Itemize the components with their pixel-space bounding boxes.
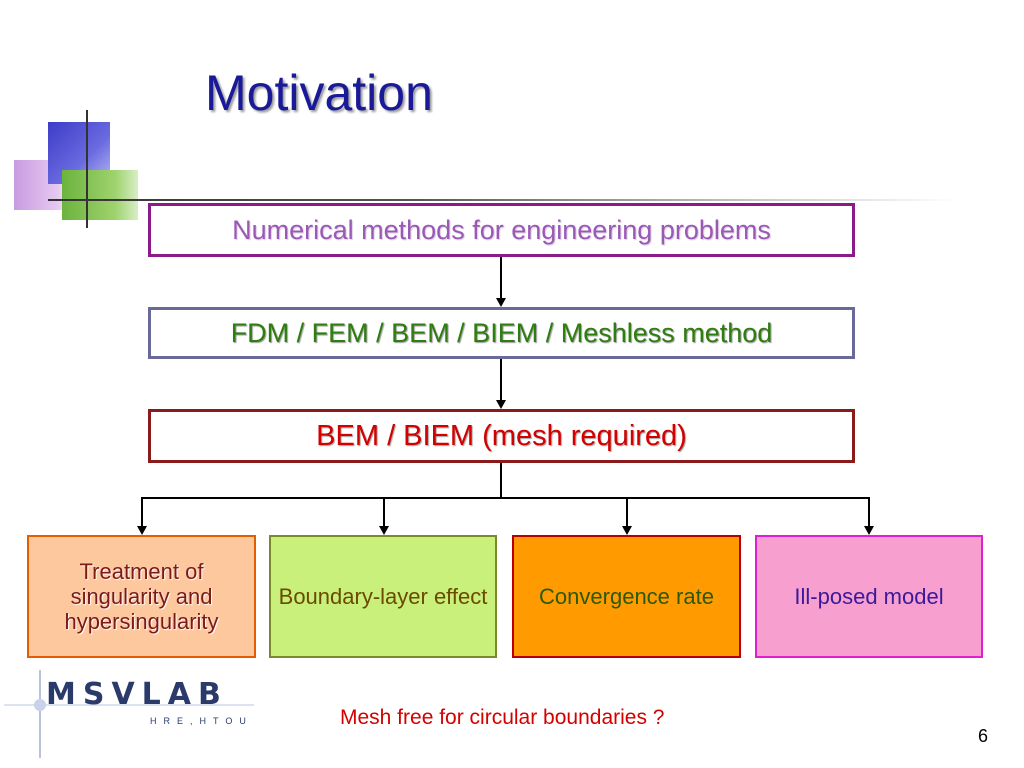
mesh-free-note: Mesh free for circular boundaries ? (340, 706, 665, 729)
msvlab-logo (4, 670, 254, 758)
boundary-layer-label: Boundary-layer effect (278, 583, 488, 609)
ill-posed-box: Ill-posed model (755, 535, 983, 658)
bem-biem-label: BEM / BIEM (mesh required) (316, 419, 687, 452)
convergence-rate-label: Convergence rate (539, 583, 714, 609)
slide-title: Motivation (205, 65, 433, 121)
boundary-layer-box: Boundary-layer effect (269, 535, 497, 658)
numerical-methods-label: Numerical methods for engineering proble… (232, 214, 771, 245)
arrow-head-branch-2 (379, 526, 389, 535)
arrow-head-1-2 (496, 298, 506, 307)
arrow-head-branch-4 (864, 526, 874, 535)
branch-drop-4 (868, 497, 870, 527)
logo-subtext: HRE,HTOU (150, 716, 253, 726)
singularity-label: Treatment of singularity and hypersingul… (64, 558, 219, 635)
branch-drop-3 (626, 497, 628, 527)
arrow-head-2-3 (496, 400, 506, 409)
methods-list-box: FDM / FEM / BEM / BIEM / Meshless method (148, 307, 855, 359)
branch-horizontal (141, 497, 870, 499)
connector-2-3 (500, 359, 502, 401)
connector-1-2 (500, 257, 502, 299)
title-underline (48, 199, 960, 201)
bem-biem-box: BEM / BIEM (mesh required) (148, 409, 855, 463)
branch-trunk (500, 463, 502, 498)
convergence-rate-box: Convergence rate (512, 535, 741, 658)
numerical-methods-box: Numerical methods for engineering proble… (148, 203, 855, 257)
decor-green-square (62, 170, 138, 220)
logo-text: MSVLAB (46, 677, 228, 712)
branch-drop-1 (141, 497, 143, 527)
arrow-head-branch-1 (137, 526, 147, 535)
singularity-box: Treatment of singularity and hypersingul… (27, 535, 256, 658)
methods-list-label: FDM / FEM / BEM / BIEM / Meshless method (230, 317, 773, 348)
arrow-head-branch-3 (622, 526, 632, 535)
page-number: 6 (978, 726, 989, 746)
decor-vertical-line (86, 110, 88, 228)
branch-drop-2 (383, 497, 385, 527)
ill-posed-label: Ill-posed model (794, 583, 944, 609)
